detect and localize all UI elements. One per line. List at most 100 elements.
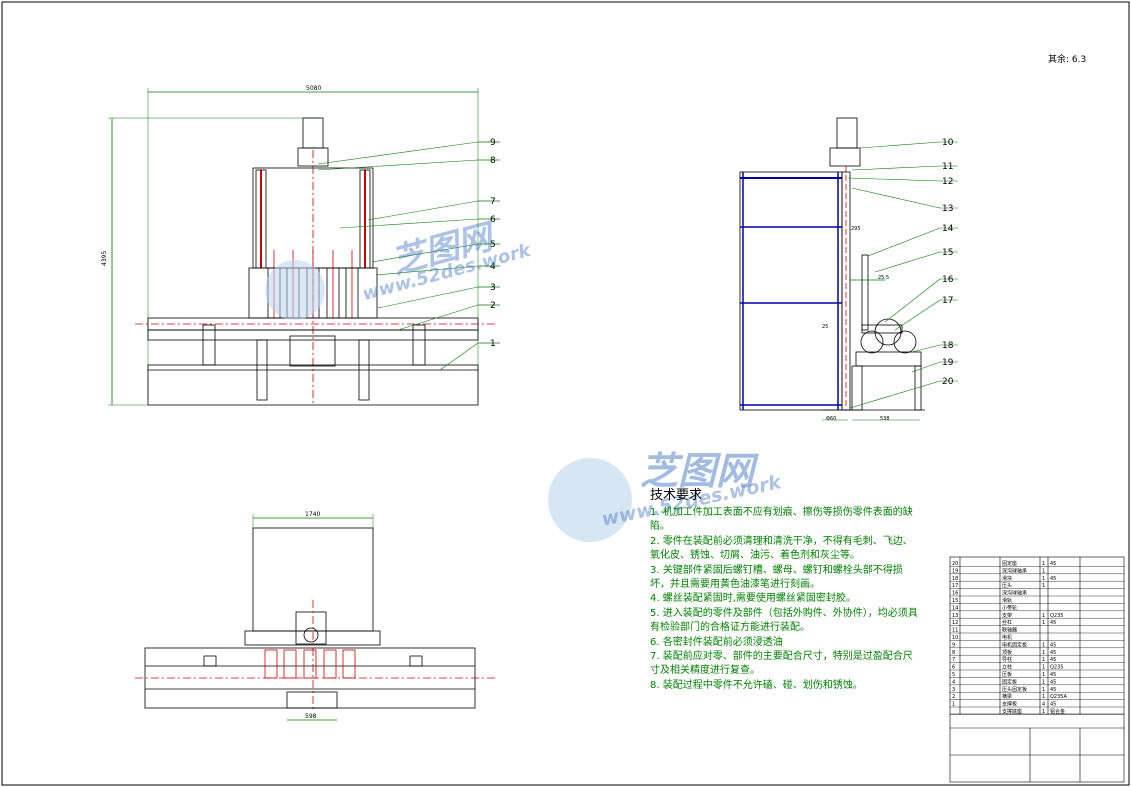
bom-cell: 45 <box>1050 679 1056 685</box>
balloon-5: 5 <box>490 240 496 250</box>
bom-cell: 压头固定板 <box>1002 686 1027 693</box>
tech-item: 2. 零件在装配前必须清理和清洗干净，不得有毛刺、飞边、氧化皮、锈蚀、切屑、油污… <box>650 535 913 562</box>
balloon-17: 17 <box>942 296 953 306</box>
tech-item: 6. 各密封件装配前必须浸透油 <box>650 636 783 648</box>
bom-cell: 1 <box>1042 568 1045 574</box>
side-dim-phi60: Φ60 <box>826 416 836 422</box>
bom-cell: 15 <box>952 598 958 604</box>
bom-cell: 6 <box>952 665 955 671</box>
balloon-10: 10 <box>942 138 954 148</box>
tech-item: 8. 装配过程中零件不允许磕、碰、划伤和锈蚀。 <box>650 679 863 691</box>
bom-cell: 1 <box>1042 583 1045 589</box>
front-dim-height: 4395 <box>101 251 108 266</box>
balloon-2: 2 <box>490 301 496 311</box>
front-view <box>108 88 500 406</box>
balloon-11: 11 <box>942 162 953 172</box>
balloon-9: 9 <box>490 138 496 148</box>
bom-cell: 压头 <box>1002 582 1012 589</box>
balloon-6: 6 <box>490 215 496 225</box>
bom-cell: 铝合金 <box>1050 708 1065 715</box>
side-view <box>739 117 958 421</box>
bom-cell: 1 <box>1042 679 1045 685</box>
bom-cell: 联轴器 <box>1002 627 1017 634</box>
bom-cell: 9 <box>952 642 955 648</box>
bom-cell: 1 <box>1042 657 1045 663</box>
front-dim-width: 5080 <box>306 85 321 92</box>
bom-cell: Q235 <box>1050 613 1063 619</box>
tech-item: 1. 机加工件加工表面不应有划痕、擦伤等损伤零件表面的缺陷。 <box>650 507 913 533</box>
bom-cell: 横梁 <box>1002 693 1012 700</box>
side-balloons: 10 11 12 13 14 15 16 17 18 19 20 <box>942 138 954 387</box>
side-dims: 295 25.5 25 Φ60 538 <box>822 226 890 422</box>
bom-cell: Q235 <box>1050 665 1063 671</box>
bom-cell: 电机 <box>1002 634 1012 641</box>
bom-cell: 支撑板 <box>1002 701 1017 708</box>
bom-cell: 导柱 <box>1002 656 1012 663</box>
side-dim-538: 538 <box>880 416 890 422</box>
bom-cell: 1 <box>1042 620 1045 626</box>
bom-cell: 1 <box>1042 687 1045 693</box>
side-dim-25-5: 25.5 <box>878 275 889 281</box>
balloon-14: 14 <box>942 224 954 234</box>
bom-cell: 10 <box>952 635 958 641</box>
bom-cell: 1 <box>1042 561 1045 567</box>
bom-cell: 电机固定板 <box>1002 641 1027 648</box>
bom-cell: 1 <box>1042 709 1045 715</box>
bom-cell: 20 <box>952 561 958 567</box>
bom-cell: 1 <box>952 702 955 708</box>
bom-cell: 深沟球轴承 <box>1002 590 1027 597</box>
bom-cell: 8 <box>952 650 955 656</box>
bom-cell: 45 <box>1050 657 1056 663</box>
tech-item: 7. 装配前应对零、部件的主要配合尺寸，特别是过盈配合尺寸及相关精度进行复查。 <box>650 651 913 677</box>
front-balloons: 9 8 7 6 5 4 3 2 1 <box>490 138 496 349</box>
balloon-13: 13 <box>942 204 953 214</box>
bom-cell: 深沟球轴承 <box>1002 567 1027 574</box>
bom-cell: 1 <box>1042 576 1045 582</box>
bom-cell: 1 <box>1042 650 1045 656</box>
bom-cell: 45 <box>1050 561 1056 567</box>
bom-cell: 4 <box>952 679 955 685</box>
bom-cell: 顶板 <box>1002 649 1012 656</box>
tech-requirements-title: 技术要求 <box>650 488 703 503</box>
bom-cell: 17 <box>952 583 958 589</box>
bom-cell: 固定板 <box>1002 678 1017 685</box>
bom-cell: 45 <box>1050 702 1056 708</box>
bom-cell: 11 <box>952 628 958 634</box>
roughness-note: 其余: 6.3 <box>1048 55 1087 65</box>
bom-cell: 16 <box>952 591 958 597</box>
title-block <box>949 556 1125 783</box>
bom-cell: 45 <box>1050 650 1056 656</box>
bom-cell: 18 <box>952 576 958 582</box>
tech-requirements: 技术要求 1. 机加工件加工表面不应有划痕、擦伤等损伤零件表面的缺陷。 2. 零… <box>650 488 922 693</box>
balloon-4: 4 <box>490 262 496 272</box>
bom-cell: Q235A <box>1050 694 1067 700</box>
bom-cell: 7 <box>952 657 955 663</box>
bom-cell: 2 <box>952 694 955 700</box>
bom-cell: 1 <box>1042 672 1045 678</box>
bom-cell: 1 <box>1042 665 1045 671</box>
balloon-16: 16 <box>942 275 954 285</box>
bom-cell: 压板 <box>1002 671 1012 678</box>
balloon-8: 8 <box>490 156 496 166</box>
balloon-12: 12 <box>942 177 953 187</box>
tech-item: 3. 关键部件紧固后螺钉槽、螺母、螺钉和螺栓头部不得损坏，并且需要用黄色油漆笔进… <box>650 564 903 591</box>
bom-cell: 丝杠 <box>1002 619 1012 626</box>
bom-cell: 滑块 <box>1002 575 1012 582</box>
tech-item: 4. 螺丝装配紧固时,需要使用螺丝紧固密封胶。 <box>650 593 856 605</box>
balloon-7: 7 <box>490 197 496 207</box>
bom-cell: 14 <box>952 605 958 611</box>
bom-cell: 立柱 <box>1002 664 1012 671</box>
bom-cell: 3 <box>952 687 955 693</box>
tech-item: 5. 进入装配的零件及部件（包括外购件、外协件），均必须具有检验部门的合格证方能… <box>650 607 918 634</box>
bom-cell: 4 <box>1042 702 1045 708</box>
balloon-19: 19 <box>942 358 954 368</box>
bom-cell: 45 <box>1050 687 1056 693</box>
bom-cell: 45 <box>1050 620 1056 626</box>
bom-cell: 45 <box>1050 576 1056 582</box>
bom-cell: 5 <box>952 672 955 678</box>
bom-cell: 12 <box>952 620 958 626</box>
bom-cell: 45 <box>1050 672 1056 678</box>
balloon-3: 3 <box>490 283 496 293</box>
top-dim-bottom: 598 <box>305 713 317 720</box>
